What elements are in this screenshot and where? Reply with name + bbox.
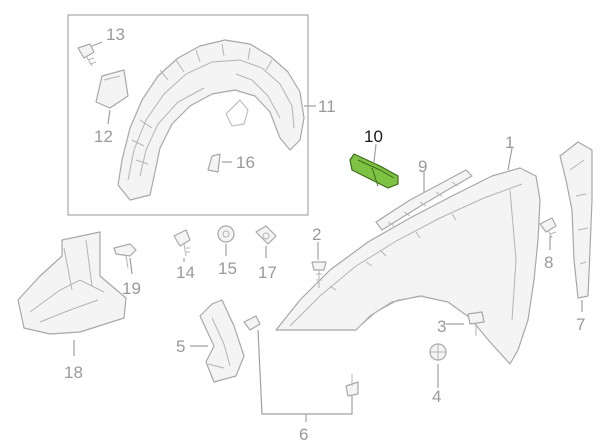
callout-2: 2: [312, 225, 321, 244]
callout-4: 4: [432, 387, 441, 406]
callout-17: 17: [258, 263, 277, 282]
callout-13: 13: [106, 25, 125, 44]
screw-part-13[interactable]: [77, 43, 97, 67]
bolt-part-14[interactable]: [173, 229, 191, 257]
callout-16: 16: [236, 153, 255, 172]
fender-liner-part[interactable]: [117, 39, 305, 201]
clip-part-16[interactable]: [207, 153, 221, 173]
callout-10: 10: [364, 127, 383, 146]
callout-15: 15: [218, 259, 237, 278]
nut-part-15[interactable]: [217, 225, 235, 243]
splash-shield-part-18[interactable]: [17, 231, 127, 335]
callout-19: 19: [122, 279, 141, 298]
leader-lines: [73, 41, 583, 422]
lower-bracket-part-5[interactable]: [199, 299, 245, 383]
bolt-part-4[interactable]: [429, 343, 447, 361]
callout-3: 3: [437, 317, 446, 336]
callout-6: 6: [299, 425, 308, 444]
callout-18: 18: [64, 363, 83, 382]
seal-strip-part-9[interactable]: [375, 169, 473, 231]
highlighted-bracket-part-10[interactable]: [349, 153, 399, 189]
screw-part-2[interactable]: [311, 261, 327, 288]
clip-part-12[interactable]: [95, 69, 129, 109]
callout-9: 9: [418, 157, 427, 176]
bolt-part-3[interactable]: [467, 311, 485, 336]
bolt-part-6a[interactable]: [243, 315, 261, 331]
callout-8: 8: [544, 253, 553, 272]
inset-frame: [67, 14, 309, 216]
callout-5: 5: [176, 337, 185, 356]
bolt-part-8[interactable]: [539, 217, 557, 239]
callout-11: 11: [318, 97, 336, 116]
callout-1: 1: [505, 133, 514, 152]
pin-part-19[interactable]: [113, 243, 137, 269]
clip-part-17[interactable]: [255, 225, 277, 245]
bolt-part-6b[interactable]: [345, 374, 359, 397]
callout-14: 14: [176, 263, 195, 282]
callout-12: 12: [94, 127, 113, 146]
rear-bracket-part-7[interactable]: [559, 141, 593, 299]
callout-7: 7: [576, 315, 585, 334]
